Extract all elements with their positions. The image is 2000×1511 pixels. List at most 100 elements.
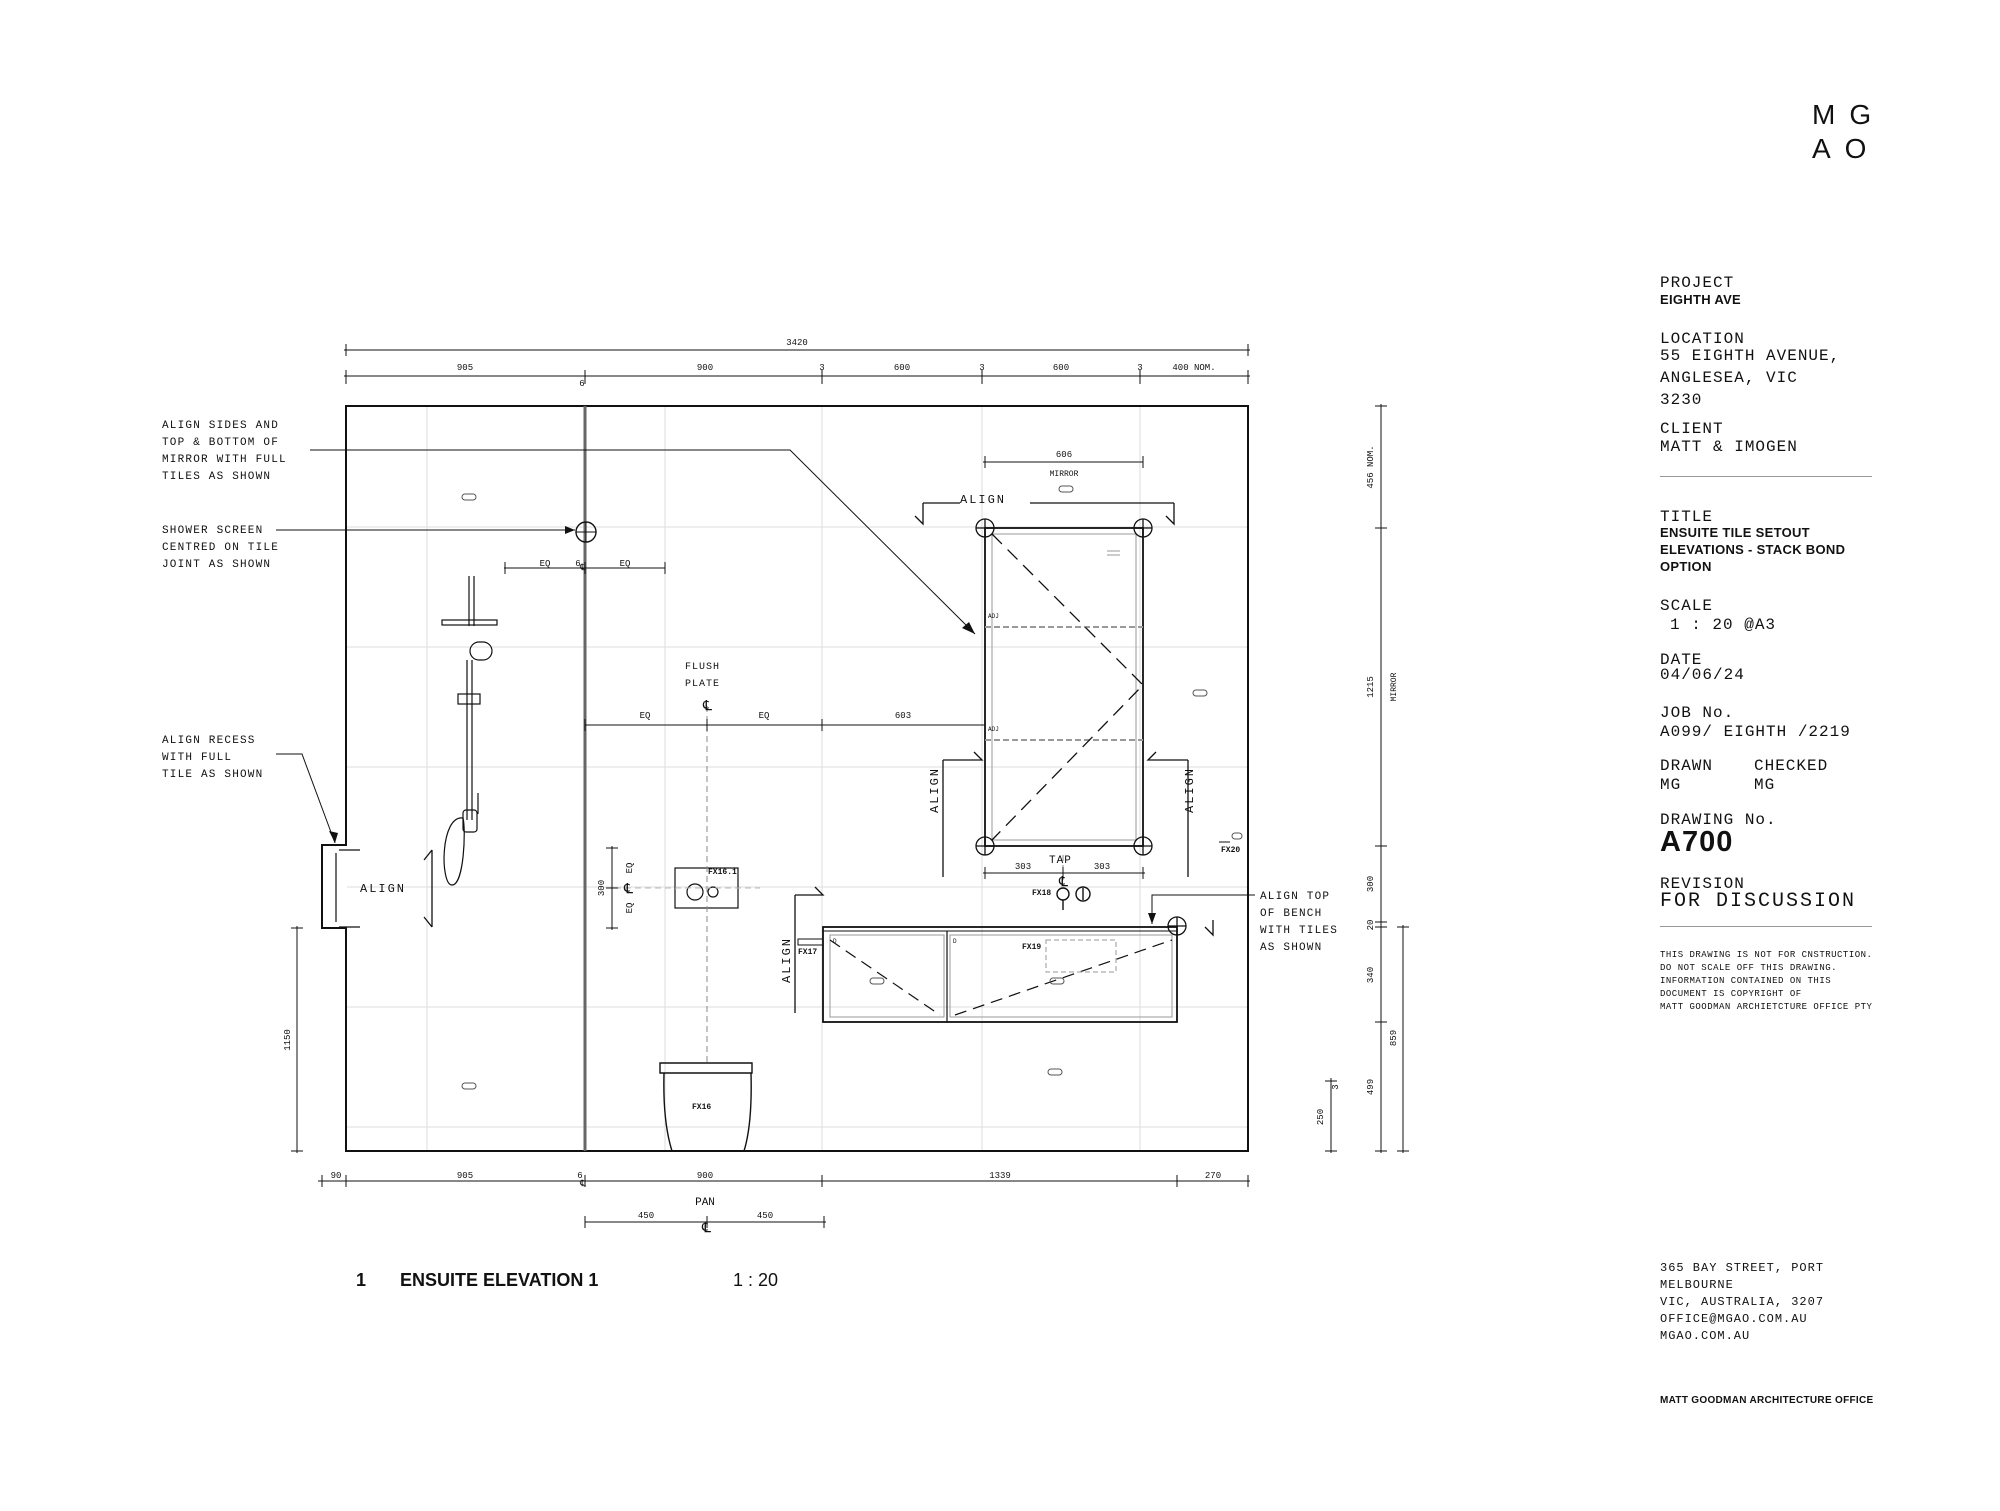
location-label: LOCATION bbox=[1660, 330, 1745, 348]
note-recess-1: ALIGN RECESS bbox=[162, 735, 256, 747]
dim-300-flush: 300 bbox=[597, 880, 607, 896]
flush-centreline-symbol: ℄ bbox=[702, 699, 712, 715]
note-bench-1: ALIGN TOP bbox=[1260, 891, 1330, 903]
screen-centreline-symbol: ℄ bbox=[579, 563, 586, 573]
dim-6-top: 6 bbox=[579, 379, 584, 389]
fx19-label: FX19 bbox=[1022, 943, 1041, 952]
note-mirror-4: TILES AS SHOWN bbox=[162, 471, 271, 483]
dim-6-screen: 6 bbox=[575, 559, 580, 569]
flush-vert-centreline-symbol: ℄ bbox=[623, 882, 633, 898]
location-line-3: 3230 bbox=[1660, 391, 1703, 409]
element-labels: ALIGN ALIGN ALIGN ALIGN ALIGN FLUSH PLAT… bbox=[360, 493, 1240, 1237]
dim-eq-flush-left: EQ bbox=[640, 711, 651, 721]
job-value: A099/ EIGHTH /2219 bbox=[1660, 723, 1851, 741]
note-mirror-1: ALIGN SIDES AND bbox=[162, 420, 279, 432]
client-name: MATT & IMOGEN bbox=[1660, 438, 1798, 456]
fx17-label: FX17 bbox=[798, 948, 817, 957]
note-mirror-2: TOP & BOTTOM OF bbox=[162, 437, 279, 449]
job-label: JOB No. bbox=[1660, 704, 1735, 722]
dim-1339: 1339 bbox=[989, 1171, 1011, 1181]
right-dimensions bbox=[1325, 404, 1409, 1153]
dim-eq-screen-left: EQ bbox=[540, 559, 551, 569]
adj-shelf-1: ADJ bbox=[988, 613, 999, 620]
note-bench-2: OF BENCH bbox=[1260, 908, 1322, 920]
firm-name: MATT GOODMAN ARCHITECTURE OFFICE bbox=[1660, 1395, 1874, 1406]
dimension-labels: 3420 905 6 900 3 600 3 600 3 400 NOM. 60… bbox=[283, 338, 1399, 1221]
revision-value: FOR DISCUSSION bbox=[1660, 890, 1857, 913]
dim-overall: 3420 bbox=[786, 338, 808, 348]
dim-mirror-label: MIRROR bbox=[1050, 470, 1079, 479]
scale-label: SCALE bbox=[1660, 597, 1714, 615]
dim-3-c: 3 bbox=[1137, 363, 1142, 373]
logo-line-2: AO bbox=[1812, 133, 1881, 164]
dim-303-left: 303 bbox=[1015, 862, 1031, 872]
drawing-number: A700 bbox=[1660, 826, 1734, 858]
dim-905-top: 905 bbox=[457, 363, 473, 373]
title-label: TITLE bbox=[1660, 508, 1714, 526]
dim-pan-label: PAN bbox=[695, 1197, 715, 1209]
dim-20: 20 bbox=[1366, 920, 1376, 931]
disclaimer-line-4: DOCUMENT IS COPYRIGHT OF bbox=[1660, 989, 1802, 999]
dim-450-right: 450 bbox=[757, 1211, 773, 1221]
titleblock-divider bbox=[1660, 476, 1872, 477]
dim-900-bottom: 900 bbox=[697, 1171, 713, 1181]
disclaimer-line-3: INFORMATION CONTAINED ON THIS bbox=[1660, 976, 1832, 986]
shower-rail bbox=[441, 576, 498, 886]
caption-title: ENSUITE ELEVATION 1 bbox=[400, 1270, 599, 1290]
address-website: MGAO.COM.AU bbox=[1660, 1329, 1751, 1343]
caption-number: 1 bbox=[356, 1270, 367, 1290]
note-recess-3: TILE AS SHOWN bbox=[162, 769, 263, 781]
flush-label-2: PLATE bbox=[685, 679, 720, 690]
note-screen-3: JOINT AS SHOWN bbox=[162, 559, 271, 571]
dim-340: 340 bbox=[1366, 967, 1376, 983]
disclaimer-line-2: DO NOT SCALE OFF THIS DRAWING. bbox=[1660, 963, 1838, 973]
checked-label: CHECKED bbox=[1754, 757, 1829, 775]
caption-scale: 1 : 20 bbox=[733, 1270, 779, 1290]
align-arrows bbox=[339, 502, 1214, 1013]
note-bench-4: AS SHOWN bbox=[1260, 942, 1322, 954]
title-line-2: ELEVATIONS - STACK BOND bbox=[1660, 542, 1846, 557]
date-value: 04/06/24 bbox=[1660, 666, 1745, 684]
basin-tap bbox=[1056, 886, 1091, 910]
note-mirror-3: MIRROR WITH FULL bbox=[162, 454, 287, 466]
disclaimer-line-1: THIS DRAWING IS NOT FOR CNSTRUCTION. bbox=[1660, 950, 1873, 960]
fx16-1-label: FX16.1 bbox=[708, 868, 737, 877]
client-label: CLIENT bbox=[1660, 420, 1724, 438]
scale-value: 1 : 20 @A3 bbox=[1670, 616, 1777, 634]
dim-600-b: 600 bbox=[1053, 363, 1069, 373]
dim-6-bottom: 6 bbox=[577, 1171, 582, 1181]
door-label-2: D bbox=[953, 938, 957, 945]
adj-shelf-2: ADJ bbox=[988, 726, 999, 733]
vanity-unit bbox=[797, 926, 1178, 1023]
leader-lines bbox=[276, 449, 1255, 924]
dim-905-bottom: 905 bbox=[457, 1171, 473, 1181]
date-label: DATE bbox=[1660, 651, 1703, 669]
disclaimer-line-5: MATT GOODMAN ARCHIETCTURE OFFICE PTY bbox=[1660, 1002, 1873, 1012]
location-line-1: 55 EIGHTH AVENUE, bbox=[1660, 347, 1841, 365]
address-email: OFFICE@MGAO.COM.AU bbox=[1660, 1312, 1808, 1326]
dim-900-top: 900 bbox=[697, 363, 713, 373]
logo-line-1: MG bbox=[1812, 99, 1886, 130]
tile-spacers bbox=[461, 485, 1243, 1090]
mgao-logo: MG AO bbox=[1812, 98, 1885, 166]
dim-400-nom: 400 NOM. bbox=[1172, 363, 1215, 373]
tap-centreline-symbol: ℄ bbox=[1058, 875, 1068, 891]
dim-499: 499 bbox=[1366, 1079, 1376, 1095]
dim-eq-flush-top: EQ bbox=[625, 863, 635, 874]
dim-603: 603 bbox=[895, 711, 911, 721]
bottom-dimensions bbox=[291, 926, 1250, 1228]
dim-450-left: 450 bbox=[638, 1211, 654, 1221]
align-recess: ALIGN bbox=[360, 882, 406, 896]
flush-label-1: FLUSH bbox=[685, 662, 720, 673]
note-screen-1: SHOWER SCREEN bbox=[162, 525, 263, 537]
top-dimensions bbox=[344, 344, 1250, 930]
dim-600-a: 600 bbox=[894, 363, 910, 373]
dim-mirror-vertical: MIRROR bbox=[1390, 672, 1399, 701]
title-line-1: ENSUITE TILE SETOUT bbox=[1660, 525, 1810, 540]
dim-eq-flush-bottom: EQ bbox=[625, 903, 635, 914]
dim-3-b: 3 bbox=[979, 363, 984, 373]
address-line-2: MELBOURNE bbox=[1660, 1278, 1734, 1292]
align-mirror-right: ALIGN bbox=[1183, 767, 1197, 813]
